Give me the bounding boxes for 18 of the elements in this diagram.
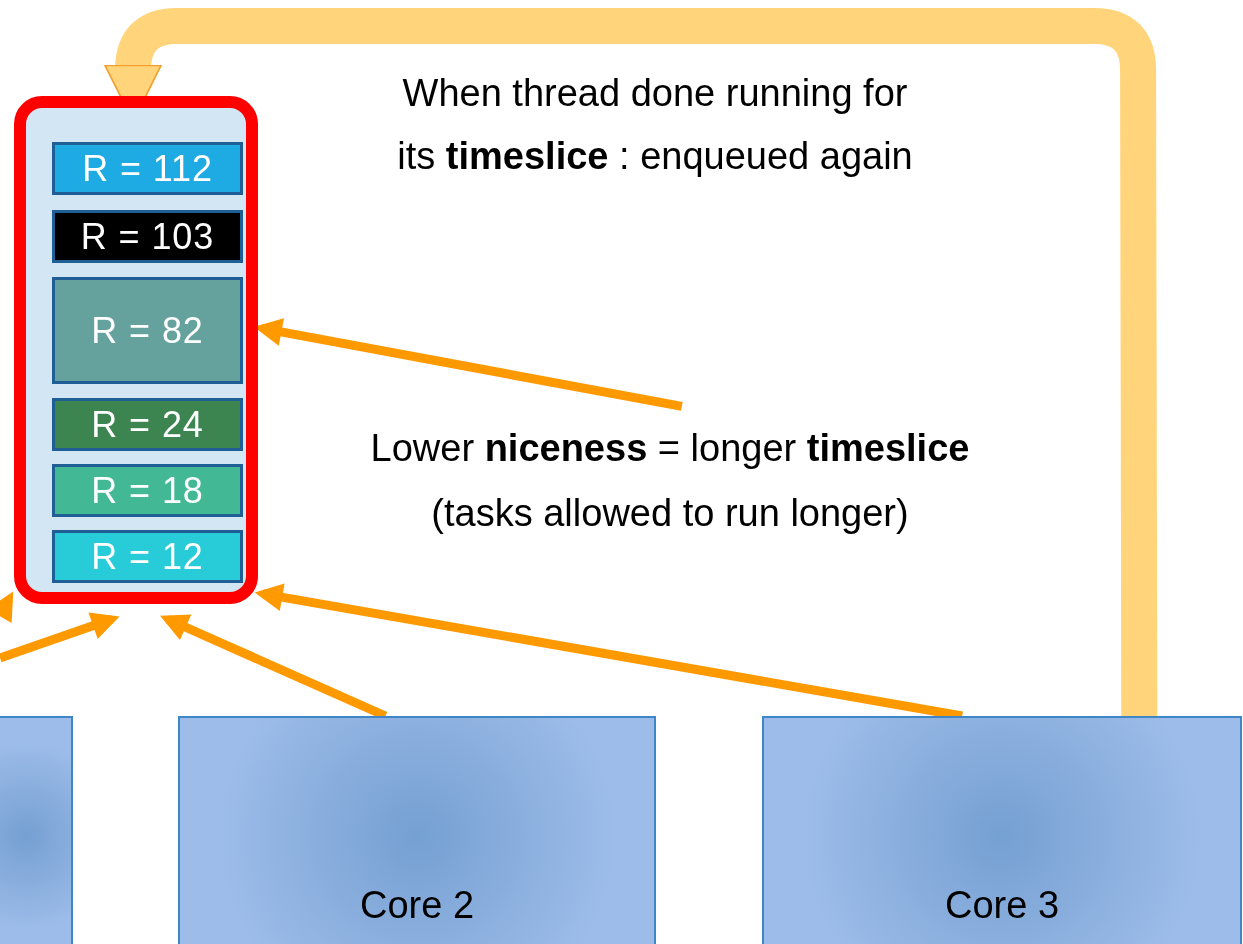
arrow [0,591,14,623]
queue-entry: R = 12 [52,530,243,583]
core-box [762,716,1242,944]
annotation-text: Lower niceness = longer timeslice [370,426,970,471]
queue-entry: R = 18 [52,464,243,517]
core-box [0,716,73,944]
queue-entry: R = 112 [52,142,243,195]
run-queue [14,96,258,604]
annotation-text: (tasks allowed to run longer) [431,490,909,536]
queue-entry: R = 24 [52,398,243,451]
core-label: Core 2 [359,883,475,928]
queue-entry: R = 103 [52,210,243,263]
core-label: Core 3 [944,883,1060,928]
note-text: When thread done running for its timeslice : enqueued again [396,71,914,179]
arrow [104,8,1158,717]
core-box [178,716,656,944]
arrow [0,612,120,663]
queue-entry: R = 82 [52,277,243,384]
